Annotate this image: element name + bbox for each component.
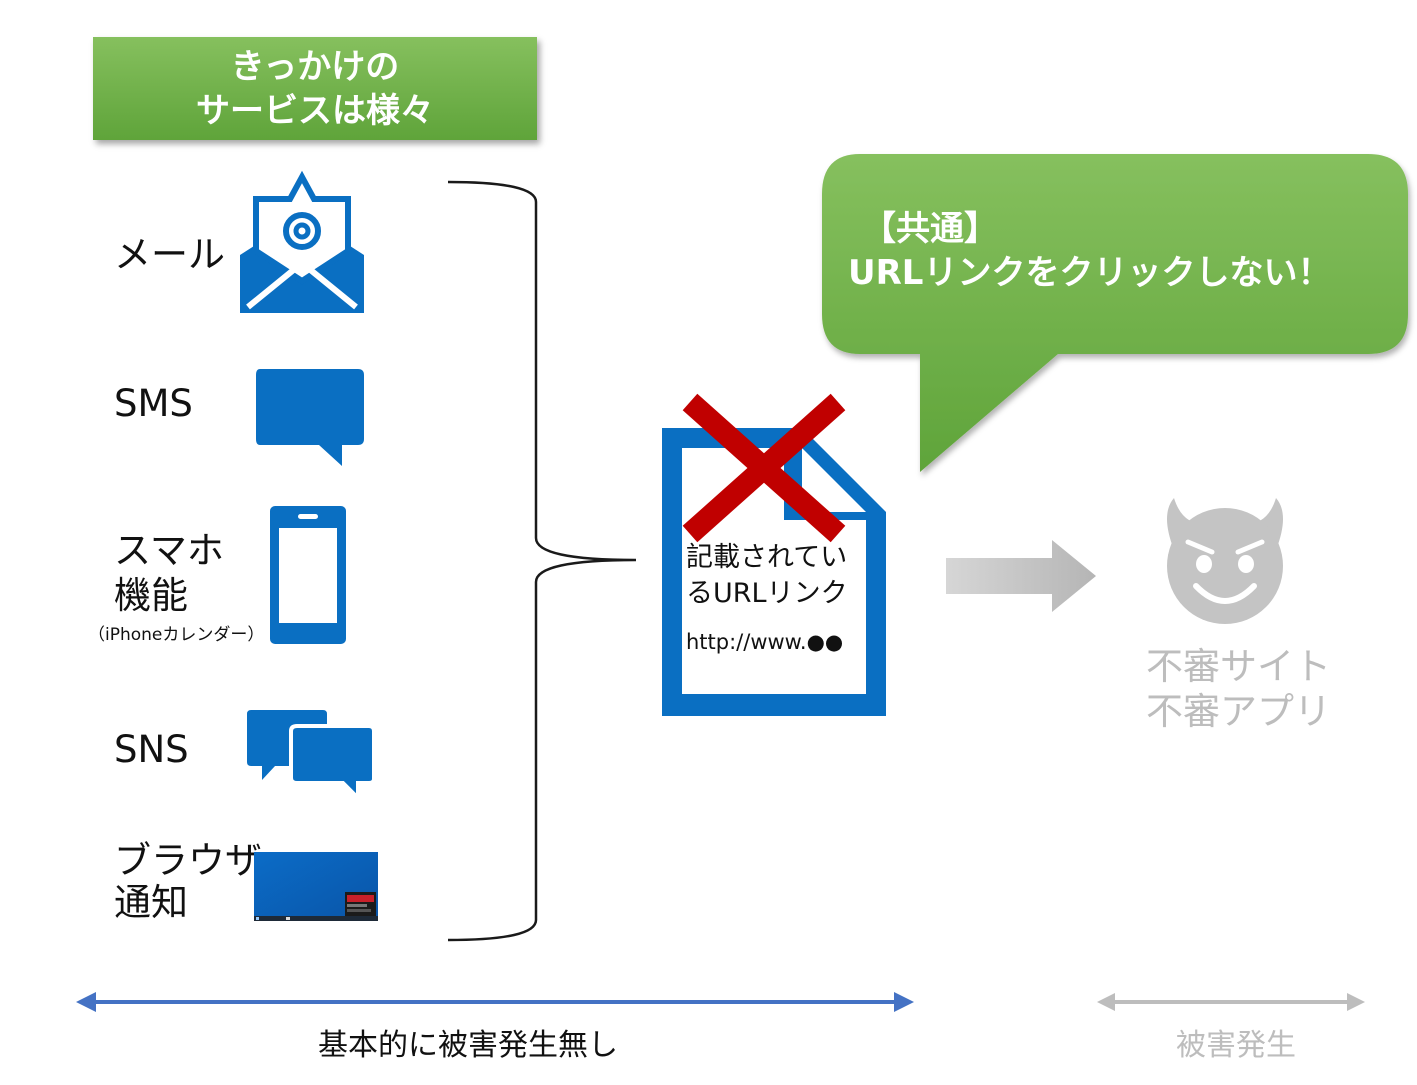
bubble-line-2: URLリンクをクリックしない！ (848, 253, 1332, 293)
browser-screenshot-icon (254, 852, 378, 921)
danger-line-1: 不審サイト (1146, 645, 1331, 688)
danger-line-2: 不審アプリ (1146, 690, 1331, 733)
browser-label-line-1: ブラウザ (114, 839, 262, 882)
damage-range-arrow (1097, 993, 1365, 1011)
document-url: http://www.●● (686, 630, 844, 654)
sms-label: SMS (114, 382, 193, 425)
document-text-line-1: 記載されてい (686, 542, 848, 573)
devil-face-icon (1167, 498, 1283, 624)
chat-bubbles-icon (247, 710, 376, 803)
speech-bubble (822, 154, 1408, 472)
mail-label: メール (114, 233, 225, 276)
arrow-right-icon (946, 540, 1096, 612)
envelope-icon (240, 170, 364, 313)
phone-label-line-1: スマホ (114, 529, 224, 572)
smartphone-icon (270, 506, 346, 644)
safe-range-label: 基本的に被害発生無し (318, 1028, 618, 1063)
cross-icon (682, 393, 846, 543)
curly-brace (447, 180, 637, 942)
browser-label-line-2: 通知 (114, 881, 188, 924)
bubble-line-1: 【共通】 (862, 209, 998, 249)
damage-range-label: 被害発生 (1176, 1028, 1296, 1063)
document-text-line-2: るURLリンク (686, 578, 848, 609)
chat-bubble-icon (256, 369, 364, 466)
safe-range-arrow (76, 992, 914, 1012)
banner-line-1: きっかけの (230, 46, 400, 87)
phone-note: （iPhoneカレンダー） (88, 625, 265, 645)
banner-line-2: サービスは様々 (196, 90, 434, 131)
phone-label-line-2: 機能 (114, 574, 188, 617)
sns-label: SNS (114, 728, 189, 771)
header-banner: きっかけの サービスは様々 (93, 37, 537, 140)
